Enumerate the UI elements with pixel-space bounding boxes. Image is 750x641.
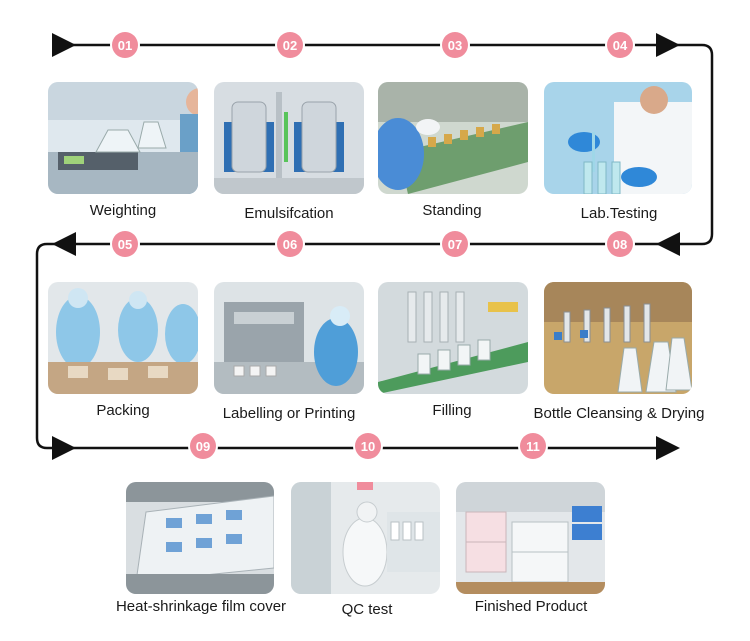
arrow-end-row2-right [656, 232, 680, 256]
qc-lab-icon [291, 482, 440, 594]
step-badge-07: 07 [442, 231, 468, 257]
step-badge-06: 06 [277, 231, 303, 257]
bottle-rack-icon [544, 282, 692, 394]
standing-tray-icon [378, 82, 528, 194]
step-label-11: Finished Product [474, 598, 588, 615]
packing-workers-icon [48, 282, 198, 394]
step-label-08: Bottle Cleansing & Drying [533, 405, 705, 422]
shrink-film-icon [126, 482, 274, 594]
step-badge-10: 10 [355, 433, 381, 459]
arrow-end-row1 [656, 33, 680, 57]
filling-line-icon [378, 282, 528, 394]
weighing-scale-icon [48, 82, 198, 194]
step-badge-02: 02 [277, 32, 303, 58]
labelling-machine-icon [214, 282, 364, 394]
step-badge-01: 01 [112, 32, 138, 58]
step-label-05: Packing [96, 402, 150, 419]
step-label-10: QC test [341, 601, 393, 618]
step-label-09: Heat-shrinkage film cover [115, 598, 287, 615]
emulsifier-tank-icon [214, 82, 364, 194]
arrow-end-row2-left [52, 232, 76, 256]
finished-pallet-icon [456, 482, 605, 594]
step-label-03: Standing [422, 202, 482, 219]
arrow-start-row1 [52, 33, 76, 57]
arrow-end-row3 [656, 436, 680, 460]
step-label-04: Lab.Testing [580, 205, 658, 222]
step-label-01: Weighting [89, 202, 157, 219]
step-badge-05: 05 [112, 231, 138, 257]
arrow-start-row3 [52, 436, 76, 460]
lab-pipette-icon [544, 82, 692, 194]
step-label-06: Labelling or Printing [222, 405, 356, 422]
step-badge-08: 08 [607, 231, 633, 257]
flow-connector-left [35, 242, 55, 450]
flow-connector-right [668, 43, 714, 246]
step-badge-03: 03 [442, 32, 468, 58]
step-badge-04: 04 [607, 32, 633, 58]
step-badge-09: 09 [190, 433, 216, 459]
step-badge-11: 11 [520, 433, 546, 459]
step-label-07: Filling [432, 402, 472, 419]
step-label-02: Emulsifcation [244, 205, 334, 222]
